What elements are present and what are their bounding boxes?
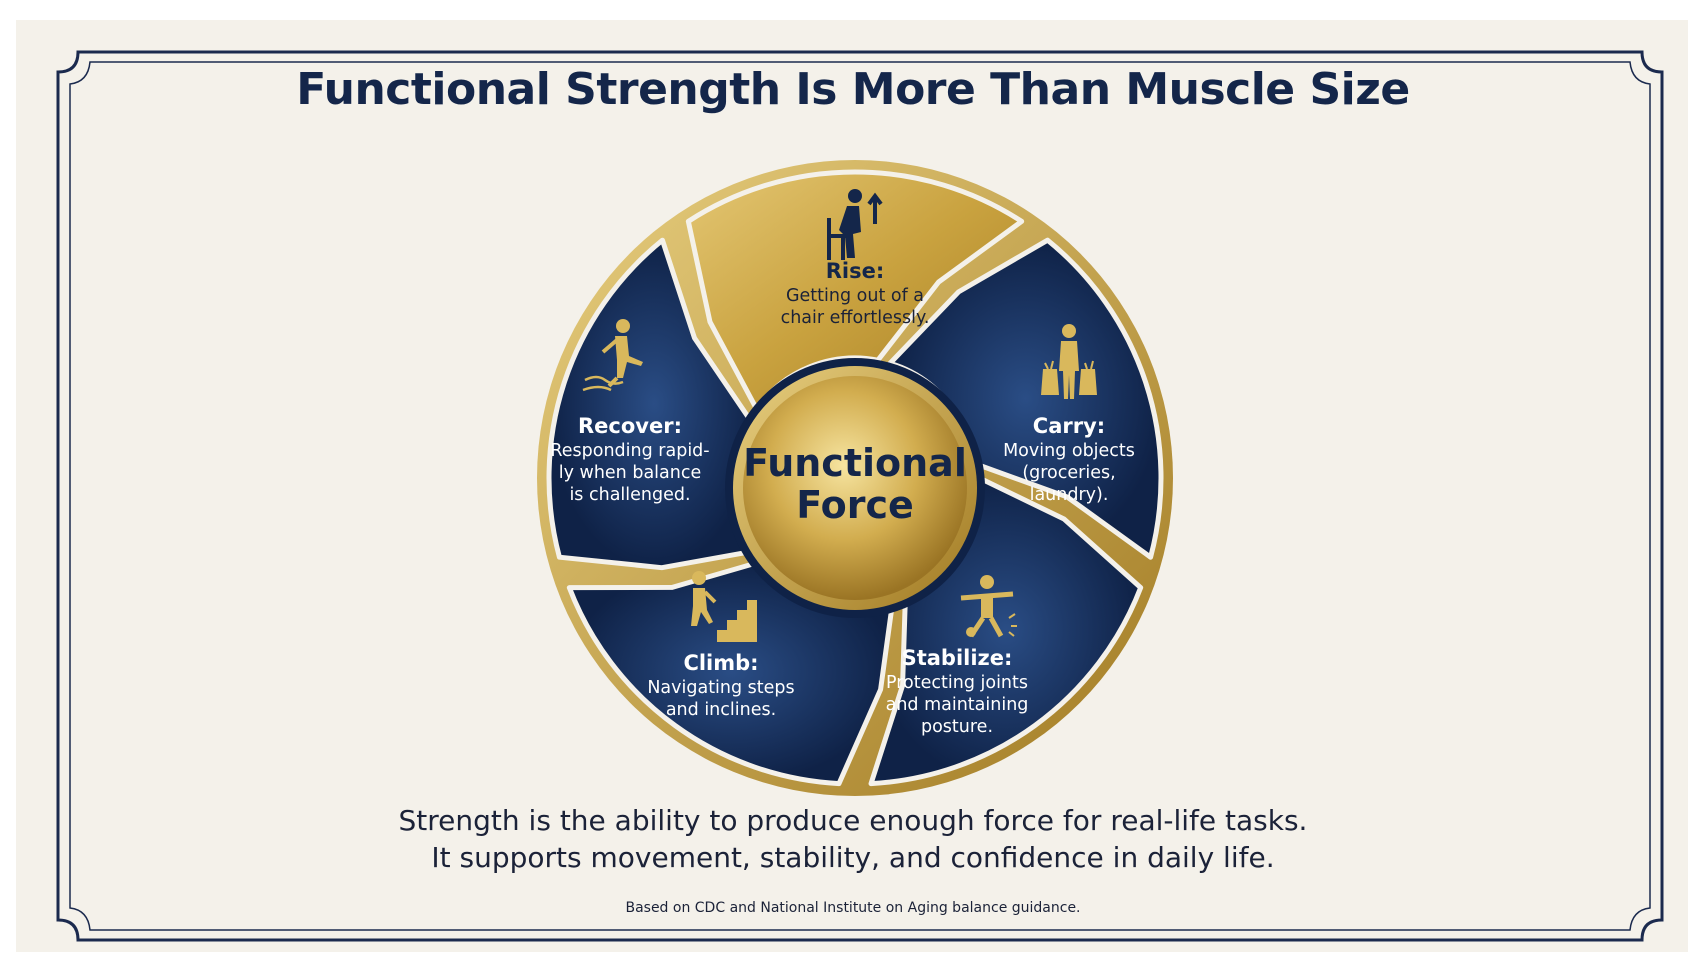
segment-climb-title: Climb:	[683, 651, 758, 675]
segment-rise-desc-line2: chair effortlessly.	[781, 308, 930, 328]
page-title: Functional Strength Is More Than Muscle …	[296, 64, 1410, 115]
hub-disc	[743, 376, 967, 600]
segment-climb-desc-line2: and inclines.	[666, 700, 776, 720]
segment-carry-content: Carry: Moving objects (groceries, laundr…	[1003, 324, 1135, 505]
caption: Strength is the ability to produce enoug…	[0, 802, 1706, 876]
hub-label-line2: Force	[796, 483, 914, 527]
segment-stabilize-title: Stabilize:	[902, 646, 1013, 670]
segment-recover-title: Recover:	[578, 414, 682, 438]
person-balancing-icon	[960, 575, 1017, 638]
hub-label-line1: Functional	[743, 441, 967, 485]
source-note: Based on CDC and National Institute on A…	[625, 900, 1081, 916]
person-carrying-bags-icon	[1041, 324, 1097, 399]
segment-carry-desc-line3: laundry).	[1030, 485, 1109, 505]
segment-recover-desc-line1: Responding rapid-	[550, 441, 709, 461]
caption-line1: Strength is the ability to produce enoug…	[398, 804, 1308, 837]
segment-carry-desc-line1: Moving objects	[1003, 441, 1135, 461]
segment-carry-title: Carry:	[1033, 414, 1105, 438]
person-rising-from-chair-icon	[827, 189, 883, 260]
functional-force-wheel: Functional Force Rise: Getting out of a …	[537, 160, 1173, 796]
segment-climb-desc-line1: Navigating steps	[647, 678, 794, 698]
segment-climb-content: Climb: Navigating steps and inclines.	[647, 571, 795, 720]
segment-rise-title: Rise:	[826, 259, 885, 283]
caption-line2: It supports movement, stability, and con…	[431, 841, 1275, 874]
segment-stabilize-desc-line3: posture.	[921, 717, 993, 737]
segment-stabilize-desc-line1: Protecting joints	[886, 673, 1028, 693]
person-slipping-icon	[582, 319, 643, 392]
segment-recover-desc-line2: ly when balance	[559, 463, 702, 483]
segment-carry-desc-line2: (groceries,	[1022, 463, 1115, 483]
segment-recover-desc-line3: is challenged.	[569, 485, 690, 505]
segment-recover-content: Recover: Responding rapid- ly when balan…	[550, 319, 710, 505]
segment-stabilize-desc-line2: and maintaining	[886, 695, 1029, 715]
segment-rise-content: Rise: Getting out of a chair effortlessl…	[781, 189, 930, 328]
segment-stabilize-content: Stabilize: Protecting joints and maintai…	[886, 575, 1029, 737]
person-climbing-stairs-icon	[691, 571, 757, 642]
segment-rise-desc-line1: Getting out of a	[786, 286, 924, 306]
